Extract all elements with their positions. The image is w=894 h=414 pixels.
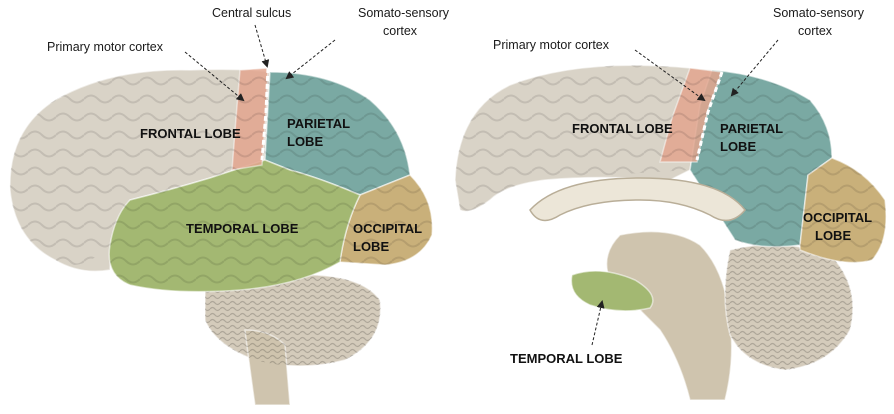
label-central-sulcus: Central sulcus: [212, 6, 291, 20]
label-lateral-primary-motor: Primary motor cortex: [47, 40, 164, 54]
medial-brainstem: [605, 230, 733, 401]
arrow-medial-somato: [730, 39, 779, 97]
label-medial-occipital-line1: OCCIPITAL: [803, 210, 872, 225]
medial-gyri-texture: [455, 65, 887, 263]
label-medial-frontal-lobe: FRONTAL LOBE: [572, 121, 673, 136]
medial-central-sulcus-line: [695, 71, 724, 161]
label-medial-parietal-line2: LOBE: [720, 139, 756, 154]
label-medial-somato-line2: cortex: [798, 24, 833, 38]
label-lateral-somato-line2: cortex: [383, 24, 418, 38]
label-lateral-parietal-line1: PARIETAL: [287, 116, 350, 131]
arrow-lateral-motor: [184, 51, 245, 102]
arrow-lateral-somato: [285, 39, 336, 80]
arrow-medial-temporal: [591, 300, 605, 346]
lateral-cerebellum-texture: [205, 274, 381, 366]
label-lateral-frontal-lobe: FRONTAL LOBE: [140, 126, 241, 141]
lateral-view: Central sulcus Somato-sensory cortex Pri…: [9, 6, 450, 406]
arrow-central-sulcus: [254, 24, 270, 68]
label-medial-somato-line1: Somato-sensory: [773, 6, 865, 20]
label-lateral-temporal-lobe: TEMPORAL LOBE: [186, 221, 299, 236]
label-medial-occipital-line2: LOBE: [815, 228, 851, 243]
label-medial-parietal-line1: PARIETAL: [720, 121, 783, 136]
label-lateral-somato-line1: Somato-sensory: [358, 6, 450, 20]
label-medial-primary-motor: Primary motor cortex: [493, 38, 610, 52]
medial-corpus-callosum: [529, 177, 746, 222]
label-lateral-occipital-line1: OCCIPITAL: [353, 221, 422, 236]
arrow-medial-motor: [634, 49, 706, 102]
medial-view: Somato-sensory cortex Primary motor cort…: [454, 6, 887, 401]
lateral-central-sulcus-line: [260, 67, 270, 161]
label-medial-temporal-lobe: TEMPORAL LOBE: [510, 351, 623, 366]
label-lateral-parietal-line2: LOBE: [287, 134, 323, 149]
medial-cerebellum-texture: [725, 244, 853, 370]
lateral-gyri-texture: [9, 69, 433, 292]
medial-temporal-region: [570, 270, 654, 312]
label-lateral-occipital-line2: LOBE: [353, 239, 389, 254]
